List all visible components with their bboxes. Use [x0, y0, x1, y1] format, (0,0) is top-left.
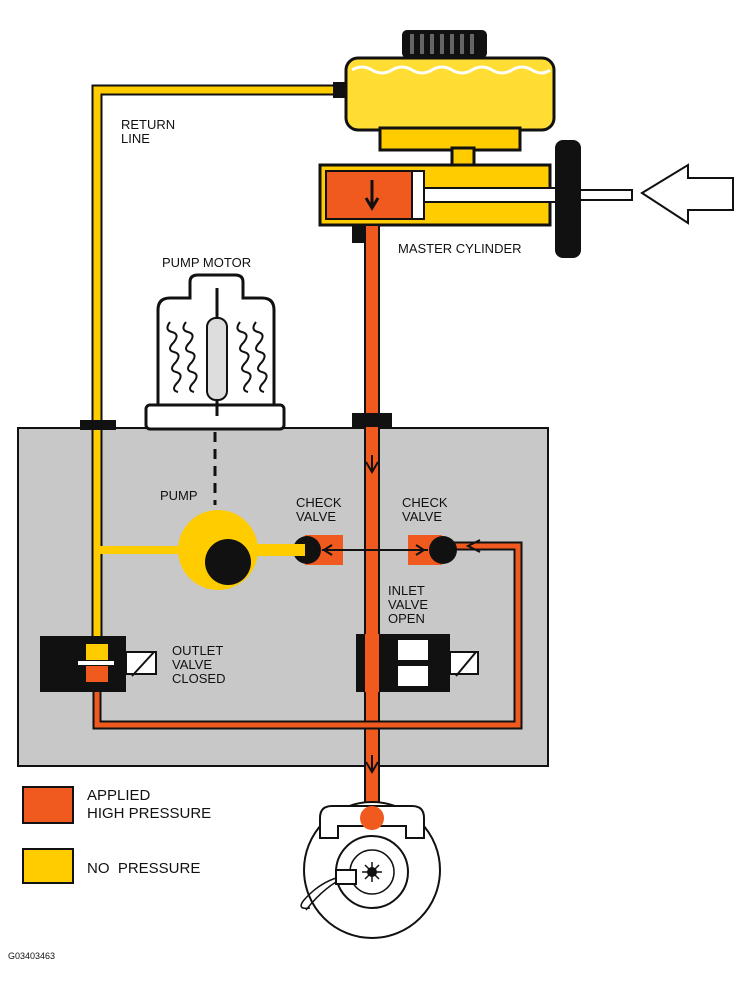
check-valve-left-label: CHECK VALVE [296, 495, 342, 524]
outlet-valve-label: OUTLET VALVE CLOSED [172, 643, 226, 686]
outlet-valve [40, 636, 157, 692]
figure-code: G03403463 [8, 951, 56, 961]
hydraulic-control-unit-housing [17, 427, 549, 767]
master-cylinder [318, 140, 633, 258]
legend-swatch-high-pressure [22, 786, 74, 824]
legend-high-pressure-label: APPLIED HIGH PRESSURE [87, 787, 212, 822]
return-line [80, 82, 347, 640]
pedal-force-arrow [640, 163, 734, 225]
wheel-brake [300, 801, 441, 939]
check-valve-right-label: CHECK VALVE [402, 495, 448, 524]
pump-motor-label: PUMP MOTOR [162, 255, 252, 270]
inlet-valve-label: INLET VALVE OPEN [388, 583, 428, 626]
brake-fluid-reservoir [344, 30, 556, 170]
check-valve-connection [322, 544, 428, 556]
pump-return-loop [92, 539, 523, 730]
master-cylinder-label: MASTER CYLINDER [398, 241, 522, 256]
legend-no-pressure-label: NO PRESSURE [87, 860, 201, 877]
pump-label: PUMP [160, 488, 198, 503]
legend-swatch-no-pressure [22, 848, 74, 884]
pump [178, 432, 305, 590]
return-line-label: RETURN LINE [121, 117, 176, 146]
inlet-valve [356, 634, 479, 692]
pump-motor [144, 273, 286, 431]
